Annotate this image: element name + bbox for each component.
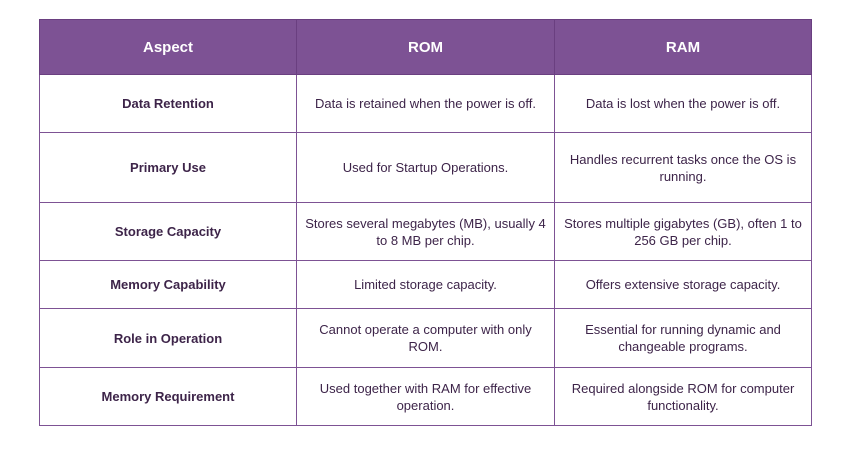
ram-cell: Data is lost when the power is off.	[554, 74, 812, 133]
comparison-table: Aspect ROM RAM Data Retention Data is re…	[39, 19, 812, 426]
ram-cell: Stores multiple gigabytes (GB), often 1 …	[554, 202, 812, 261]
header-ram: RAM	[554, 19, 812, 75]
rom-cell: Limited storage capacity.	[296, 260, 555, 309]
rom-cell: Stores several megabytes (MB), usually 4…	[296, 202, 555, 261]
aspect-cell: Data Retention	[39, 74, 297, 133]
table-header: Aspect ROM RAM	[39, 19, 812, 75]
header-rom: ROM	[296, 19, 555, 75]
table-row: Storage Capacity Stores several megabyte…	[39, 202, 812, 261]
aspect-cell: Memory Capability	[39, 260, 297, 309]
rom-cell: Used together with RAM for effective ope…	[296, 367, 555, 426]
aspect-cell: Memory Requirement	[39, 367, 297, 426]
aspect-cell: Primary Use	[39, 132, 297, 203]
table-row: Data Retention Data is retained when the…	[39, 74, 812, 133]
ram-cell: Essential for running dynamic and change…	[554, 308, 812, 368]
table-row: Primary Use Used for Startup Operations.…	[39, 132, 812, 203]
rom-cell: Data is retained when the power is off.	[296, 74, 555, 133]
rom-cell: Used for Startup Operations.	[296, 132, 555, 203]
table-row: Memory Requirement Used together with RA…	[39, 367, 812, 426]
rom-cell: Cannot operate a computer with only ROM.	[296, 308, 555, 368]
ram-cell: Required alongside ROM for computer func…	[554, 367, 812, 426]
aspect-cell: Storage Capacity	[39, 202, 297, 261]
header-aspect: Aspect	[39, 19, 297, 75]
ram-cell: Offers extensive storage capacity.	[554, 260, 812, 309]
aspect-cell: Role in Operation	[39, 308, 297, 368]
table-row: Role in Operation Cannot operate a compu…	[39, 308, 812, 368]
ram-cell: Handles recurrent tasks once the OS is r…	[554, 132, 812, 203]
table-body: Data Retention Data is retained when the…	[39, 74, 812, 426]
header-row: Aspect ROM RAM	[39, 19, 812, 75]
table-row: Memory Capability Limited storage capaci…	[39, 260, 812, 309]
